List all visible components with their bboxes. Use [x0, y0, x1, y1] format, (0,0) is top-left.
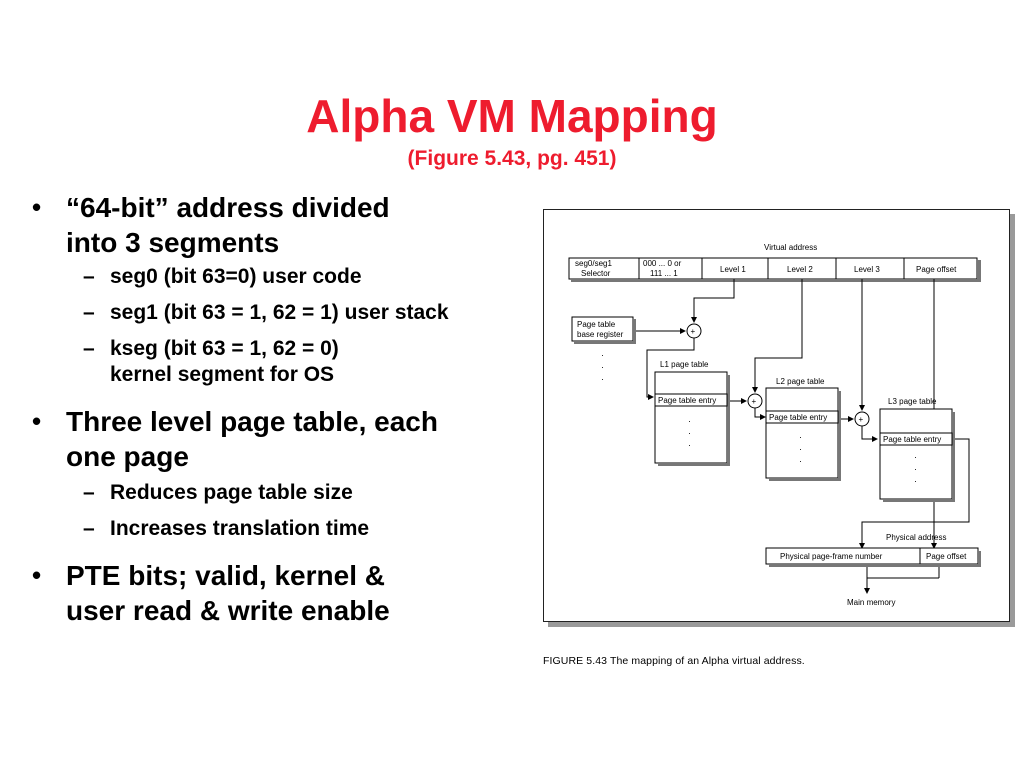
level2-field: Level 2 [787, 265, 813, 274]
bullet-dot: • [32, 560, 42, 590]
ptbr-line2: base register [577, 330, 624, 339]
l1-pte-label: Page table entry [658, 396, 716, 405]
bullet-item: • “64-bit” address divided into 3 segmen… [30, 190, 530, 260]
sub-bullet-item: – kseg (bit 63 = 1, 62 = 0) kernel segme… [30, 336, 530, 388]
sub-bullet-text: kseg (bit 63 = 1, 62 = 0) [110, 337, 339, 360]
bullet-dot: • [32, 192, 42, 222]
main-memory-label: Main memory [847, 598, 895, 607]
sub-bullet-text: seg1 (bit 63 = 1, 62 = 1) user stack [110, 301, 449, 324]
physical-frame-field: Physical page-frame number [780, 552, 883, 561]
ellipsis: · [601, 362, 604, 372]
ellipsis: · [601, 350, 604, 360]
svg-text:·: · [688, 428, 691, 438]
virtual-address-bar [568, 257, 981, 282]
sub-bullet-item: – Increases translation time [30, 516, 530, 542]
bullet-item: • Three level page table, each one page [30, 404, 530, 474]
sub-bullet-item: – Reduces page table size [30, 480, 530, 506]
svg-text:·: · [799, 444, 802, 454]
bullet-dot: • [32, 406, 42, 436]
connector-lines [636, 279, 970, 594]
figure-panel: Virtual address seg0/seg1 Selector 000 .… [543, 209, 1010, 622]
sub-bullet-dash: – [83, 337, 95, 360]
l3-pte-label: Page table entry [883, 435, 941, 444]
svg-text:·: · [914, 452, 917, 462]
l2-page-table: · · · [765, 387, 841, 481]
sub-bullet-dash: – [83, 517, 95, 540]
l1-table-label: L1 page table [660, 360, 709, 369]
page-table-base-register [571, 316, 636, 344]
l2-pte-label: Page table entry [769, 413, 827, 422]
ellipsis: · [601, 374, 604, 384]
slide-title: Alpha VM Mapping [306, 90, 718, 142]
sub-bullet-text: kernel segment for OS [110, 363, 335, 386]
sub-bullet-text: Reduces page table size [110, 481, 353, 504]
sub-bullet-text: seg0 (bit 63=0) user code [110, 265, 362, 288]
selector-value2: 111 ... 1 [650, 269, 678, 278]
l2-table-label: L2 page table [776, 377, 825, 386]
physical-offset-field: Page offset [926, 552, 967, 561]
level1-field: Level 1 [720, 265, 746, 274]
svg-text:·: · [914, 476, 917, 486]
ptbr-line1: Page table [577, 320, 616, 329]
adder-icon: + [691, 327, 696, 336]
bullet-text: Three level page table, each [66, 406, 438, 437]
bullet-list: • “64-bit” address divided into 3 segmen… [30, 190, 530, 628]
selector-value1: 000 ... 0 or [643, 259, 682, 268]
l3-table-label: L3 page table [888, 397, 937, 406]
svg-text:·: · [914, 464, 917, 474]
adder-icon: + [752, 397, 757, 406]
physical-address-label: Physical address [886, 533, 946, 542]
adder-icon: + [859, 415, 864, 424]
virtual-address-label: Virtual address [764, 243, 817, 252]
sub-bullet-dash: – [83, 481, 95, 504]
figure-caption: FIGURE 5.43 The mapping of an Alpha virt… [543, 655, 805, 667]
sub-bullet-item: – seg1 (bit 63 = 1, 62 = 1) user stack [30, 300, 530, 326]
bullet-text: one page [66, 441, 189, 472]
svg-text:·: · [688, 440, 691, 450]
slide-subtitle: (Figure 5.43, pg. 451) [407, 147, 617, 170]
selector-line1: seg0/seg1 [575, 259, 612, 268]
l1-page-table: · · · [654, 371, 730, 466]
physical-address-bar [765, 547, 981, 567]
alpha-vm-diagram: Virtual address seg0/seg1 Selector 000 .… [568, 243, 981, 607]
bullet-item: • PTE bits; valid, kernel & user read & … [30, 558, 530, 628]
sub-bullet-dash: – [83, 301, 95, 324]
sub-bullet-dash: – [83, 265, 95, 288]
svg-text:·: · [799, 432, 802, 442]
selector-line2: Selector [581, 269, 611, 278]
bullet-text: PTE bits; valid, kernel & [66, 560, 385, 591]
bullet-text: user read & write enable [66, 595, 390, 626]
bullet-text: into 3 segments [66, 227, 280, 258]
svg-text:·: · [688, 416, 691, 426]
svg-text:·: · [799, 456, 802, 466]
bullet-text: “64-bit” address divided [66, 192, 390, 223]
l3-page-table: · · · [879, 408, 955, 502]
level3-field: Level 3 [854, 265, 880, 274]
sub-bullet-item: – seg0 (bit 63=0) user code [30, 264, 530, 290]
sub-bullet-text: Increases translation time [110, 517, 370, 540]
page-offset-field: Page offset [916, 265, 957, 274]
